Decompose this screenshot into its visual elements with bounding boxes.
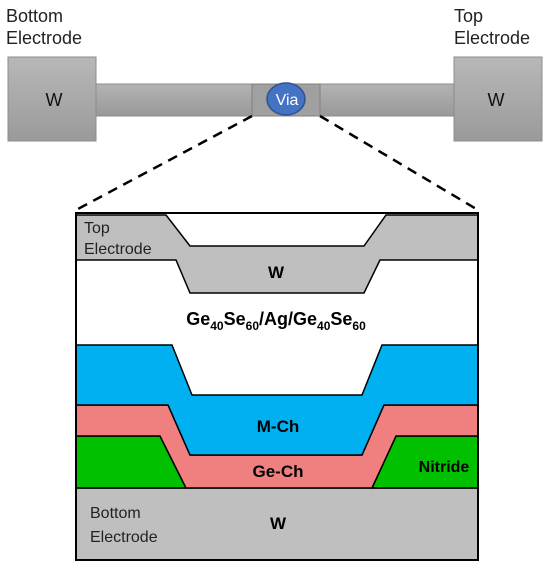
bottom-electrode-label-line2: Electrode <box>90 529 158 546</box>
switching-layer-label: Ge40Se60/Ag/Ge40Se60 <box>186 309 366 333</box>
right-pad <box>453 56 543 142</box>
right-pad-metal: W <box>488 90 505 110</box>
cross-section: Top Electrode W Ge40Se60/Ag/Ge40Se60 M-C… <box>75 212 479 561</box>
right-pad-label: Top Electrode <box>454 5 530 49</box>
m-ch-label: M-Ch <box>257 417 299 436</box>
top-metal-label: W <box>268 263 285 282</box>
nitride-label: Nitride <box>419 459 470 476</box>
left-pad <box>7 56 97 142</box>
via-label: Via <box>276 92 299 109</box>
bottom-metal-label: W <box>270 514 287 533</box>
left-pad-label-line2: Electrode <box>6 28 83 48</box>
left-pad-metal: W <box>46 90 63 110</box>
projection-line-right <box>319 114 479 212</box>
via-circle <box>266 82 306 116</box>
left-pad-label: Bottom Electrode <box>6 5 82 49</box>
cross-section-frame <box>75 212 479 561</box>
top-electrode-label-line2: Electrode <box>84 241 152 258</box>
ge-ch-label: Ge-Ch <box>253 462 304 481</box>
left-pad-label-line1: Bottom <box>6 6 64 26</box>
bottom-electrode-layer <box>75 487 479 561</box>
right-pad-label-line1: Top <box>454 6 484 26</box>
right-pad-label-line2: Electrode <box>454 28 531 48</box>
top-electrode-label-line1: Top <box>84 220 110 237</box>
projection-line-left <box>75 114 253 212</box>
bottom-electrode-label-line1: Bottom <box>90 505 141 522</box>
